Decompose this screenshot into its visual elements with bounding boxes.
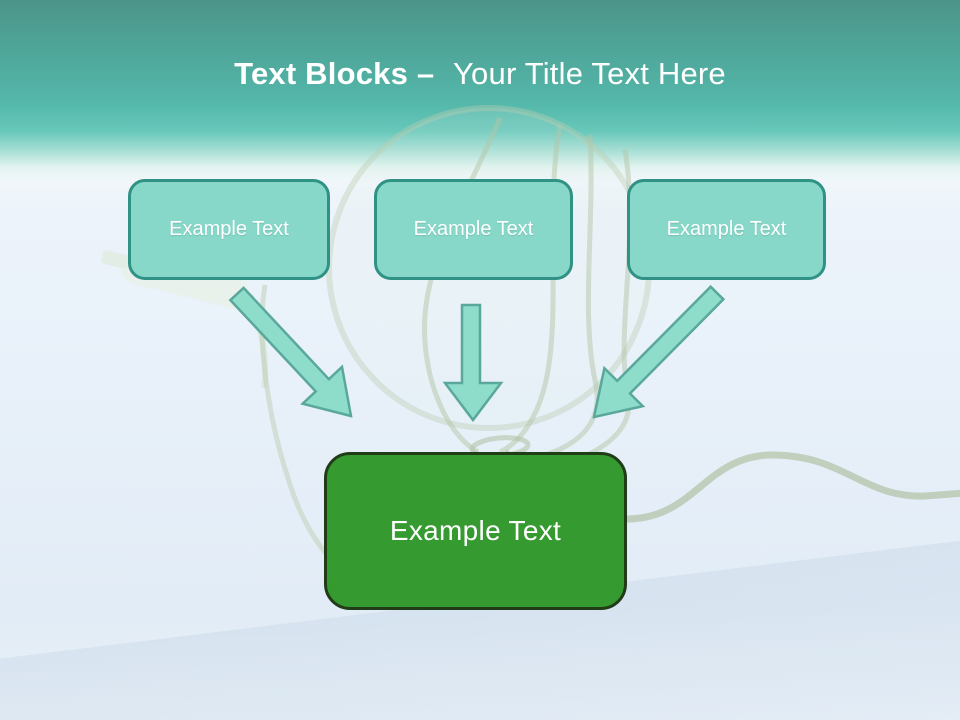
arrow-down-left-icon[interactable] bbox=[592, 284, 726, 419]
text-block-2[interactable]: Example Text bbox=[374, 179, 573, 280]
slide-title[interactable]: Text Blocks – Your Title Text Here bbox=[0, 54, 960, 94]
text-block-3-label: Example Text bbox=[666, 218, 787, 240]
result-block-label: Example Text bbox=[389, 515, 562, 546]
title-regular-text: Your Title Text Here bbox=[453, 56, 726, 91]
arrow-down-icon[interactable] bbox=[442, 303, 504, 423]
text-block-2-label: Example Text bbox=[413, 218, 534, 240]
text-block-1-label: Example Text bbox=[169, 218, 289, 240]
arrow-down-right-icon[interactable] bbox=[228, 286, 353, 418]
text-block-3[interactable]: Example Text bbox=[627, 179, 826, 280]
text-block-1[interactable]: Example Text bbox=[128, 179, 330, 280]
title-bold-text: Text Blocks – bbox=[234, 56, 435, 91]
result-block[interactable]: Example Text bbox=[324, 452, 627, 610]
